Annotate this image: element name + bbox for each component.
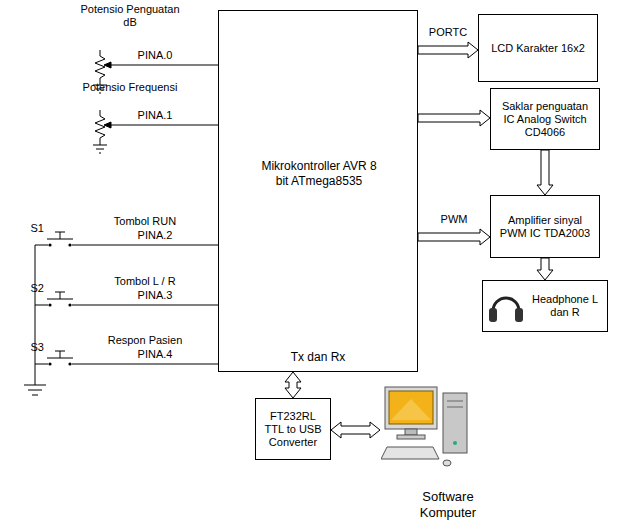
- block-box: Amplifier sinyal PWM IC TDA2003: [490, 195, 600, 258]
- block-title: Headphone L dan R: [527, 293, 603, 319]
- block-title: Saklar penguatan IC Analog Switch CD4066: [495, 100, 595, 139]
- computer-node: Software Komputer: [380, 383, 516, 525]
- pin-name: PINA.2: [120, 229, 190, 242]
- block-title: FT232RL TTL to USB Converter: [260, 410, 326, 449]
- block-title: Software Komputer: [410, 489, 486, 521]
- signal-name: PWM: [439, 213, 470, 226]
- input-label: Potensio Frequensi: [78, 81, 182, 94]
- switch-name: S2: [16, 282, 44, 295]
- block-arrow: [418, 229, 490, 245]
- headphone-icon: [486, 287, 526, 327]
- block-arrow: [537, 258, 553, 280]
- switch-name: S3: [16, 341, 44, 354]
- pin-name: PINA.0: [120, 49, 190, 62]
- pin-name: Tx dan Rx: [219, 350, 417, 365]
- pin-name: PINA.3: [120, 289, 190, 302]
- microcontroller-box: Mikrokontroller AVR 8 bit ATmega8535 Tx d…: [218, 10, 418, 372]
- block-title: Mikrokontroller AVR 8 bit ATmega8535: [259, 159, 379, 189]
- input-label: Tombol L / R: [90, 275, 200, 288]
- input-label: Tombol RUN: [90, 215, 200, 228]
- block-arrow: [418, 110, 490, 126]
- block-title: Amplifier sinyal PWM IC TDA2003: [495, 214, 595, 240]
- block-arrow: [418, 42, 478, 58]
- block-arrow: [331, 422, 380, 438]
- block-arrow: [537, 150, 553, 195]
- signal-name: PORTC: [427, 26, 469, 39]
- block-box: LCD Karakter 16x2: [478, 14, 598, 82]
- block-title: LCD Karakter 16x2: [491, 42, 585, 55]
- pin-name: PINA.4: [120, 348, 190, 361]
- block-arrow: [285, 372, 301, 398]
- input-label: Potensio Penguatan dB: [78, 3, 182, 29]
- pin-name: PINA.1: [120, 109, 190, 122]
- switch-name: S1: [16, 222, 44, 235]
- input-label: Respon Pasien: [90, 334, 200, 347]
- block-box: Saklar penguatan IC Analog Switch CD4066: [490, 88, 600, 150]
- computer-icon: [381, 385, 473, 477]
- block-box: Headphone L dan R: [482, 280, 608, 332]
- block-box: FT232RL TTL to USB Converter: [255, 398, 331, 460]
